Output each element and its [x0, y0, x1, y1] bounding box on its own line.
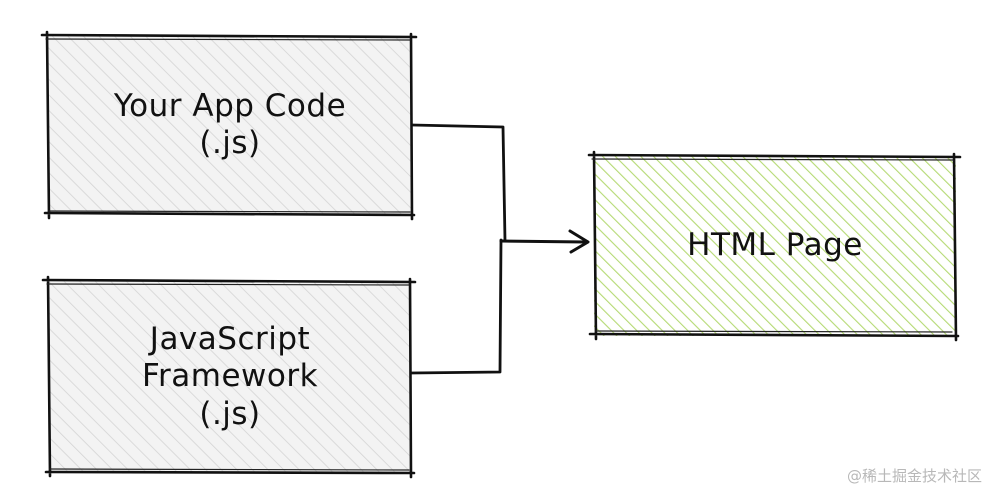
arrow-head-icon: [568, 229, 590, 254]
framework-box: [41, 275, 417, 479]
connector-lines: [409, 123, 588, 375]
framework-label: JavaScript Framework (.js): [49, 281, 411, 473]
app-code-ext: (.js): [199, 125, 261, 161]
framework-ext: (.js): [199, 395, 261, 432]
app-code-title: Your App Code: [113, 87, 347, 124]
framework-title-line2: Framework: [141, 358, 319, 395]
html-page-label: HTML Page: [594, 156, 956, 336]
watermark: @稀土掘金技术社区: [846, 467, 982, 485]
app-code-box: [40, 30, 418, 221]
html-page-title: HTML Page: [687, 227, 863, 264]
html-page-box: [587, 150, 962, 342]
framework-title-line1: JavaScript: [149, 321, 311, 358]
app-code-label: Your App Code (.js): [48, 36, 412, 214]
